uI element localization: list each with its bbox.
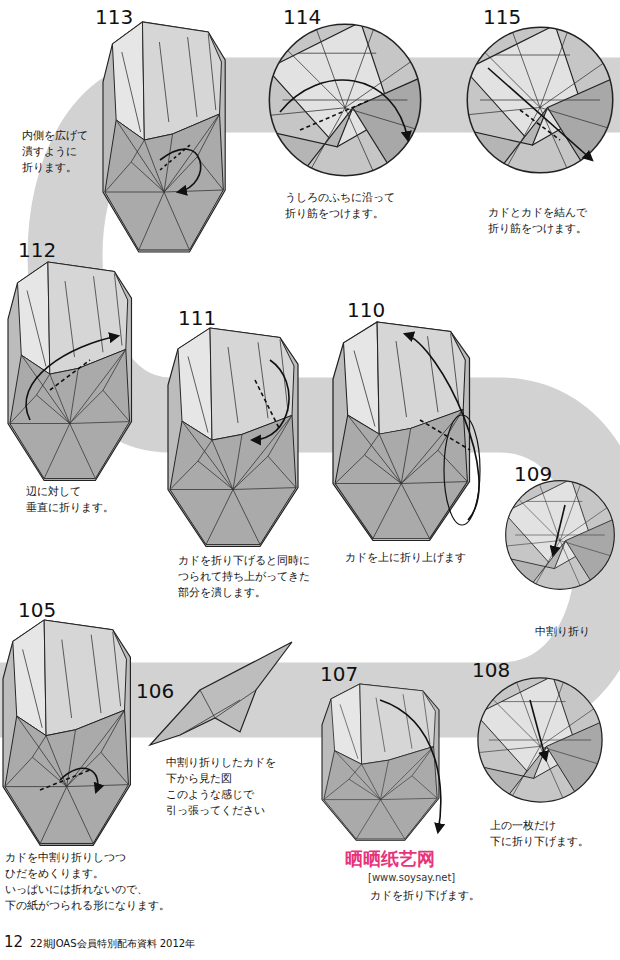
step-caption: カドを中割り折りしつつ ひだをめくります。 いっぱいには折れないので、 下の紙が… [5,850,184,914]
step-caption: カドを上に折り上げます [345,550,466,566]
step-number: 109 [514,460,552,489]
step-caption: 中割り折り [535,624,590,640]
step-caption: 中割り折りしたカドを 下から見た図 このような感じで 引っ張ってください [166,755,293,819]
page-number: 12 [4,932,23,954]
step-number: 105 [18,596,56,625]
step-number: 113 [95,3,133,32]
watermark: 晒晒纸艺网 [345,846,435,872]
step-number: 114 [283,3,321,32]
step-caption: 上の一枚だけ 下に折り下げます。 [490,818,609,850]
step-number: 107 [320,660,358,689]
step-caption: カドとカドを結んで 折り筋をつけます。 [488,205,604,237]
step-number: 106 [136,677,174,706]
step-number: 115 [483,3,521,32]
step-number: 108 [472,656,510,685]
step-caption: 辺に対して 垂直に折ります。 [26,484,120,516]
step-caption: うしろのふちに沿って 折り筋をつけます。 [285,190,412,222]
watermark-url: [www.soysay.net] [368,871,455,886]
step-caption: カドを折り下げると同時に つられて持ち上がってきた 部分を潰します。 [178,553,327,601]
step-number: 110 [347,296,385,325]
footer-note: 22期JOAS会員特別配布資料 2012年 [30,937,195,952]
step-number: 112 [18,236,56,265]
step-caption: 内側を広げて 潰すように 折ります。 [22,128,97,176]
step-number: 111 [178,304,216,333]
step-caption: カドを折り下げます。 [370,888,480,904]
